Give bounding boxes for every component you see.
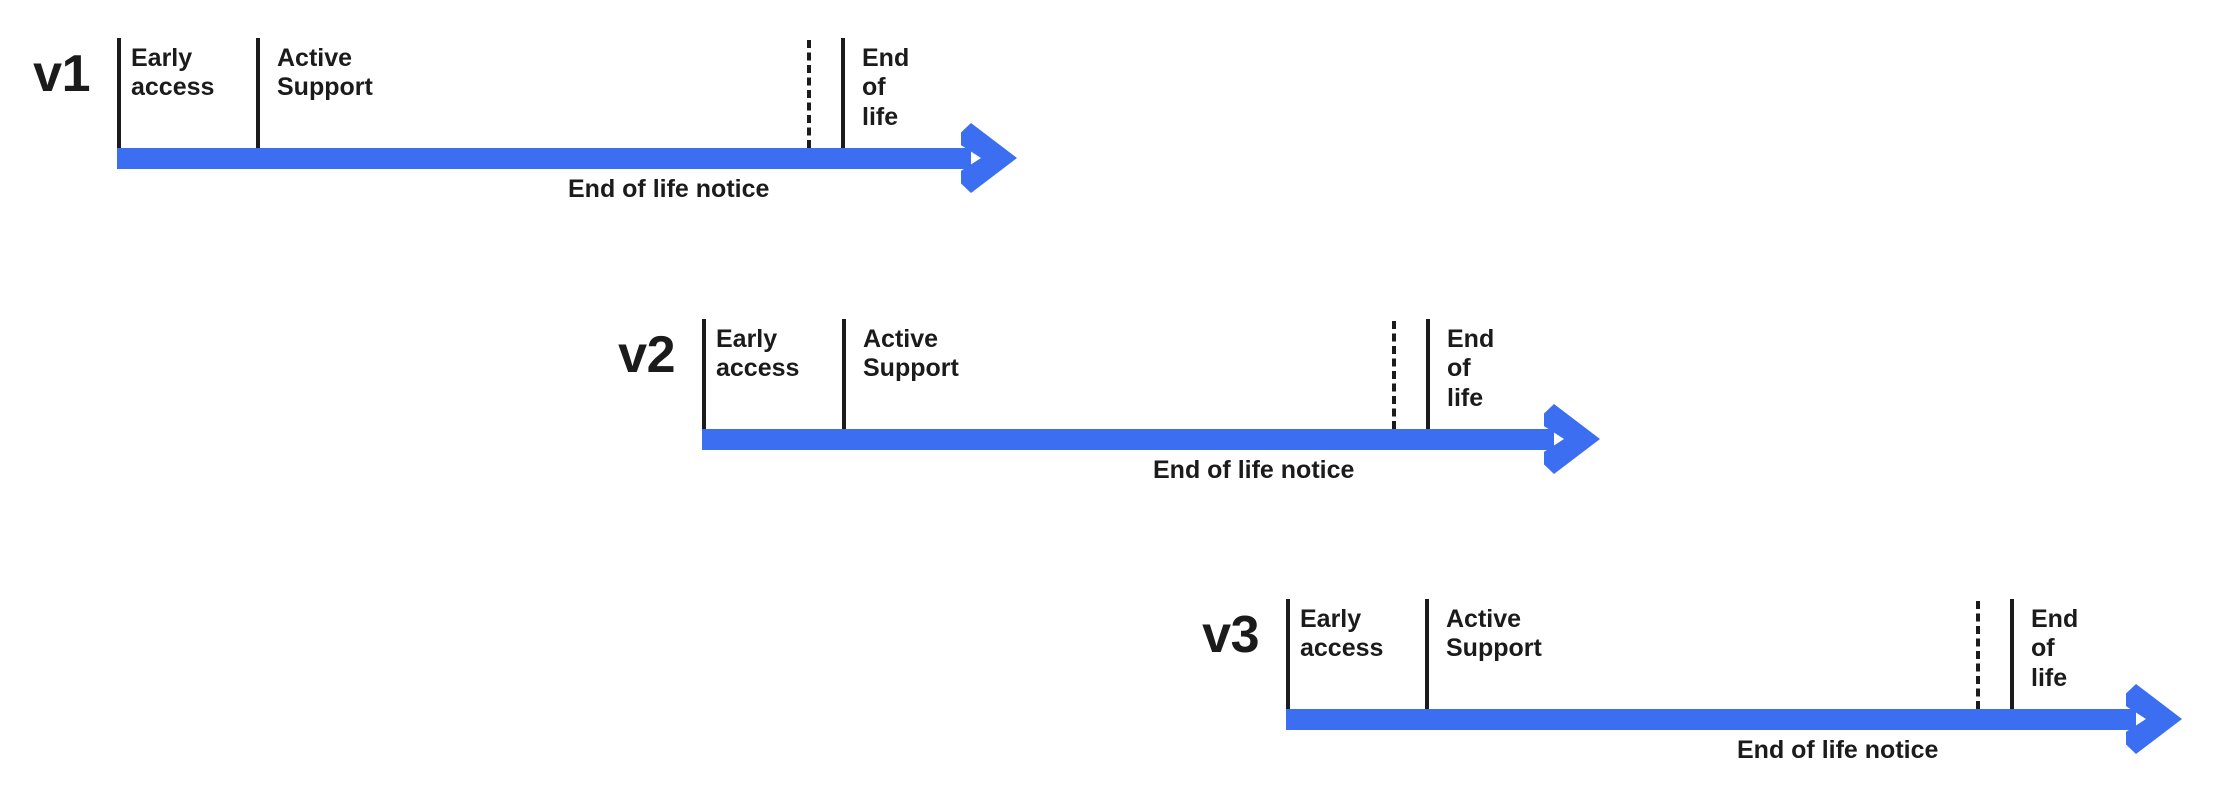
- segment-label-end-of-life-v3: End of life: [2031, 605, 2079, 692]
- tick-end-of-life-start-v1: [841, 38, 845, 148]
- segment-label-early-access-v2: Early access: [716, 325, 800, 383]
- segment-label-early-access-v1: Early access: [131, 44, 215, 102]
- tick-early-access-start-v3: [1286, 599, 1290, 709]
- under-bar-label-end-of-life-notice-v2: End of life notice: [1153, 456, 1355, 484]
- tick-end-of-life-notice-v1: [807, 40, 811, 148]
- segment-label-early-access-v3: Early access: [1300, 605, 1384, 663]
- arrow-head-icon-v1: [961, 123, 1017, 193]
- version-label-v1: v1: [33, 45, 90, 103]
- segment-label-end-of-life-v1: End of life: [862, 44, 910, 131]
- tick-end-of-life-start-v3: [2010, 599, 2014, 709]
- segment-label-active-support-v2: Active Support: [863, 325, 959, 383]
- version-label-v3: v3: [1202, 606, 1259, 664]
- lifecycle-bar-v2: [702, 429, 1554, 450]
- under-bar-label-end-of-life-notice-v1: End of life notice: [568, 175, 770, 203]
- segment-label-end-of-life-v2: End of life: [1447, 325, 1495, 412]
- lifecycle-bar-v3: [1286, 709, 2136, 730]
- tick-active-support-start-v2: [842, 319, 846, 429]
- tick-active-support-start-v3: [1425, 599, 1429, 709]
- segment-label-active-support-v3: Active Support: [1446, 605, 1542, 663]
- arrow-head-icon-v3: [2126, 684, 2182, 754]
- lifecycle-bar-v1: [117, 148, 971, 169]
- tick-early-access-start-v1: [117, 38, 121, 148]
- under-bar-label-end-of-life-notice-v3: End of life notice: [1737, 736, 1939, 764]
- version-label-v2: v2: [618, 326, 675, 384]
- tick-end-of-life-notice-v2: [1392, 321, 1396, 429]
- arrow-head-icon-v2: [1544, 404, 1600, 474]
- tick-early-access-start-v2: [702, 319, 706, 429]
- segment-label-active-support-v1: Active Support: [277, 44, 373, 102]
- tick-end-of-life-notice-v3: [1976, 601, 1980, 709]
- tick-end-of-life-start-v2: [1426, 319, 1430, 429]
- tick-active-support-start-v1: [256, 38, 260, 148]
